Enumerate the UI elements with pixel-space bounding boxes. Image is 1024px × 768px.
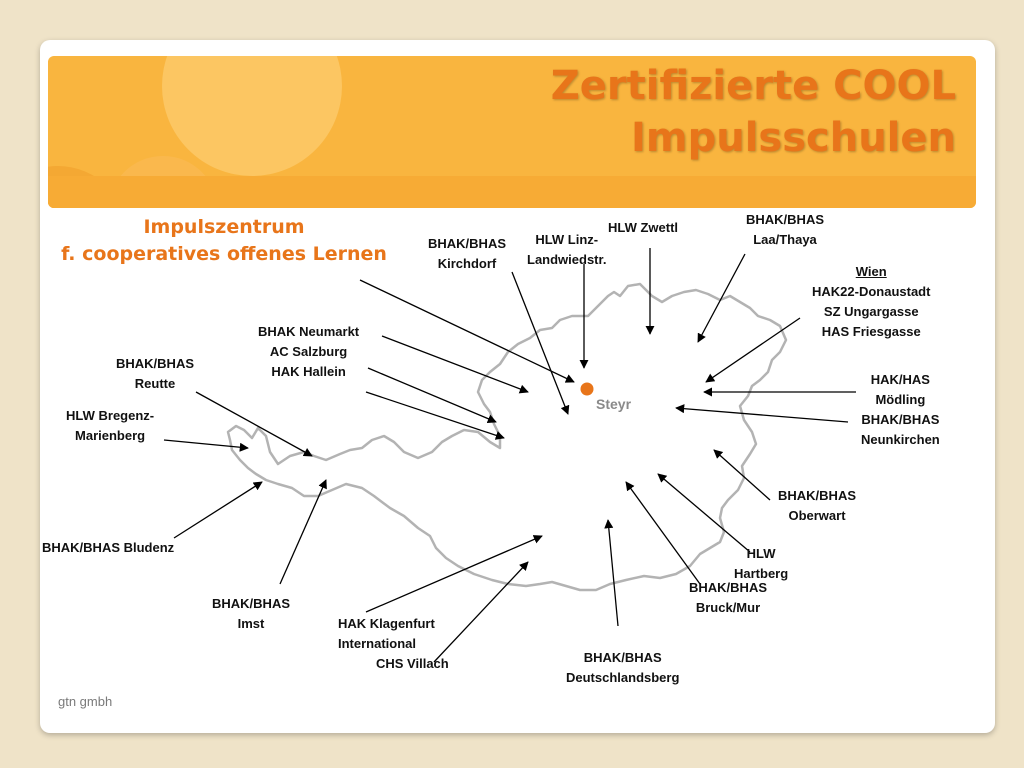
pointer-arrow (359, 279, 575, 383)
pointer-arrow (365, 391, 505, 440)
label-line: Mödling (875, 392, 926, 407)
title-banner (48, 56, 976, 208)
slide-title: Zertifizierte COOL Impulsschulen (551, 60, 956, 164)
steyr-city-marker (580, 382, 594, 396)
pointer-arrow (675, 404, 849, 423)
label-bhak-bludenz: BHAK/BHAS Bludenz (42, 538, 174, 558)
label-bhak-reutte: BHAK/BHAS Reutte (116, 354, 194, 394)
austria-border (226, 282, 788, 592)
pointer-arrow (367, 367, 497, 424)
label-bhak-kirchdorf: BHAK/BHAS Kirchdorf (428, 234, 506, 274)
pointer-arrow (365, 535, 543, 613)
label-line: CHS Villach (376, 656, 449, 671)
label-hlw-bregenz: HLW Bregenz- Marienberg (66, 406, 154, 446)
label-line: BHAK/BHAS (861, 412, 940, 427)
label-line: AC Salzburg (269, 344, 348, 359)
label-line: Neunkirchen (861, 432, 940, 447)
label-line: Bruck/Mur (695, 600, 761, 615)
label-line: BHAK/BHAS (212, 596, 290, 611)
label-line: Landwiedstr. (527, 252, 607, 267)
label-line: SZ Ungargasse (823, 304, 919, 319)
pointer-arrow (625, 481, 701, 585)
label-line: Reutte (134, 376, 176, 391)
pointer-arrow (381, 335, 529, 394)
label-line: Laa/Thaya (753, 232, 817, 247)
label-hlw-linz: HLW Linz- Landwiedstr. (527, 230, 606, 270)
label-line: HAK Hallein (271, 364, 346, 379)
arrow-group (163, 248, 856, 663)
label-line: HLW (746, 546, 776, 561)
pointer-arrow (604, 519, 619, 627)
label-hlw-hartberg: HLW Hartberg (734, 544, 788, 584)
label-line: HLW Linz- (535, 232, 599, 247)
label-bhak-imst: BHAK/BHAS Imst (212, 594, 290, 634)
label-hlw-zwettl: HLW Zwettl (608, 218, 678, 238)
pointer-arrow (279, 479, 327, 585)
label-line: Wien (855, 264, 887, 279)
pointer-arrow (705, 317, 801, 383)
slide-subtitle: Impulszentrum f. cooperatives offenes Le… (46, 214, 402, 268)
pointer-arrow (163, 439, 249, 452)
banner-strip (48, 176, 976, 208)
label-line: BHAK/BHAS (689, 580, 767, 595)
label-line: Imst (237, 616, 265, 631)
slide-title-line-1: Zertifizierte COOL (550, 63, 956, 109)
slide-title-line-2: Impulsschulen (631, 115, 956, 161)
label-line: HAS Friesgasse (821, 324, 921, 339)
label-line: Oberwart (788, 508, 846, 523)
label-line: HLW Bregenz- (66, 408, 155, 423)
label-line: HAK/HAS (870, 372, 930, 387)
label-bhak-laa-thaya: BHAK/BHAS Laa/Thaya (746, 210, 824, 250)
pointer-arrow (433, 561, 529, 663)
label-bhak-bruck-mur: BHAK/BHAS Bruck/Mur (689, 578, 767, 618)
pointer-arrow (173, 481, 263, 539)
label-line: BHAK/BHAS (428, 236, 506, 251)
label-line: HLW Zwettl (608, 220, 679, 235)
label-line: BHAK/BHAS Bludenz (42, 540, 175, 555)
pointer-arrow (657, 473, 751, 553)
pointer-arrow (195, 391, 313, 457)
label-line: BHAK/BHAS (583, 650, 662, 665)
label-line: Hartberg (734, 566, 789, 581)
pointer-arrow (697, 253, 746, 343)
label-line: International (338, 636, 417, 651)
label-line: Marienberg (75, 428, 146, 443)
label-bhak-oberwart: BHAK/BHAS Oberwart (778, 486, 856, 526)
pointer-arrow (511, 271, 570, 415)
footer-company: gtn gmbh (58, 694, 113, 709)
subtitle-line-2: f. cooperatives offenes Lernen (61, 243, 387, 265)
label-line: BHAK/BHAS (778, 488, 856, 503)
label-line: BHAK Neumarkt (258, 324, 360, 339)
pointer-arrow (713, 449, 771, 501)
steyr-city-label: Steyr (596, 396, 632, 412)
label-line: BHAK/BHAS (746, 212, 824, 227)
label-line: BHAK/BHAS (116, 356, 194, 371)
label-line: Kirchdorf (437, 256, 497, 271)
label-line: HAK Klagenfurt (338, 616, 435, 631)
label-line: Deutschlandsberg (566, 670, 680, 685)
label-line: HAK22-Donaustadt (812, 284, 931, 299)
label-bhak-deutschlandsberg: BHAK/BHAS Deutschlandsberg (566, 648, 679, 688)
subtitle-line-1: Impulszentrum (143, 216, 305, 238)
